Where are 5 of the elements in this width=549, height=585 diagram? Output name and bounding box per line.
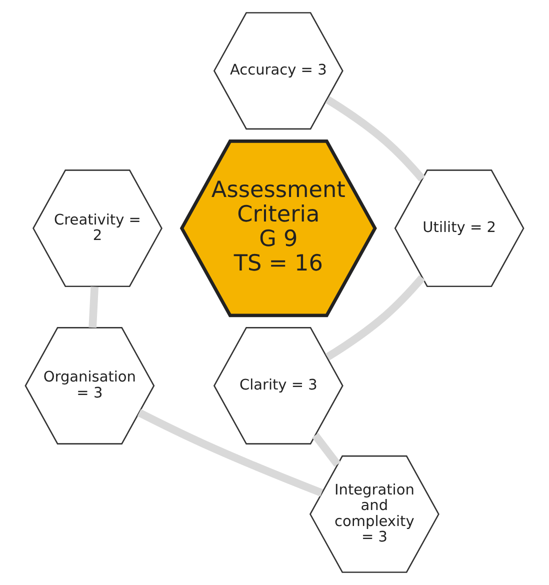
connector (312, 432, 341, 467)
connector (137, 409, 324, 497)
connector (325, 96, 426, 182)
connector (325, 275, 426, 360)
connector (88, 286, 98, 328)
